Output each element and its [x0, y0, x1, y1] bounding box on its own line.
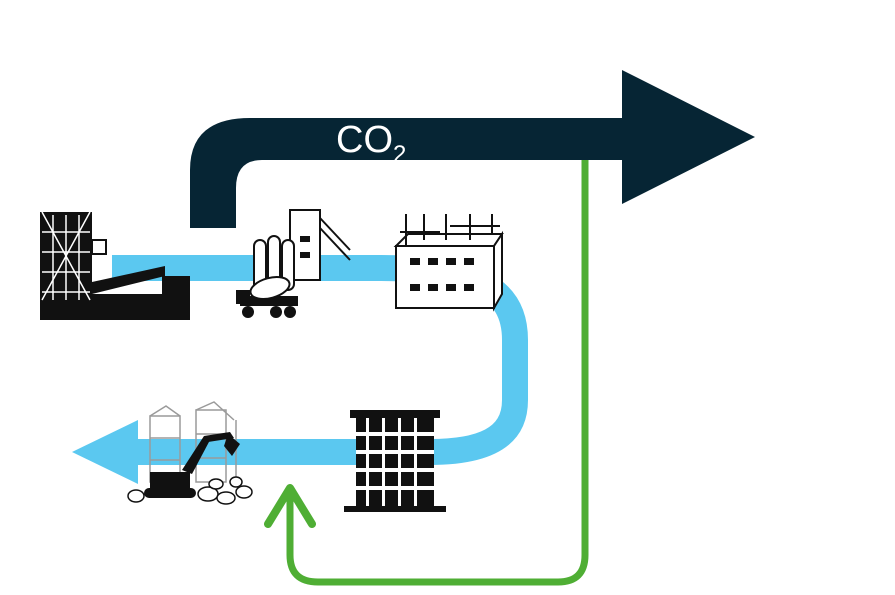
co2-emission-arrow: CO2 [190, 70, 755, 228]
concrete-plant-icon [236, 209, 351, 318]
building-under-construction-icon [393, 214, 504, 312]
co2-label-subscript: 2 [393, 141, 406, 168]
co2-label-main: CO [336, 119, 393, 161]
cement-plant-icon [40, 211, 190, 320]
material-flow-arrowhead [72, 420, 138, 484]
co2-label: CO2 [336, 119, 406, 168]
recycle-flow-arrowhead [264, 484, 316, 528]
co2-arrow-body [190, 70, 755, 228]
demolition-excavator-icon [127, 401, 253, 505]
completed-building-icon [344, 410, 446, 512]
recycle-flow [264, 160, 589, 586]
recycle-flow-path [286, 160, 589, 586]
